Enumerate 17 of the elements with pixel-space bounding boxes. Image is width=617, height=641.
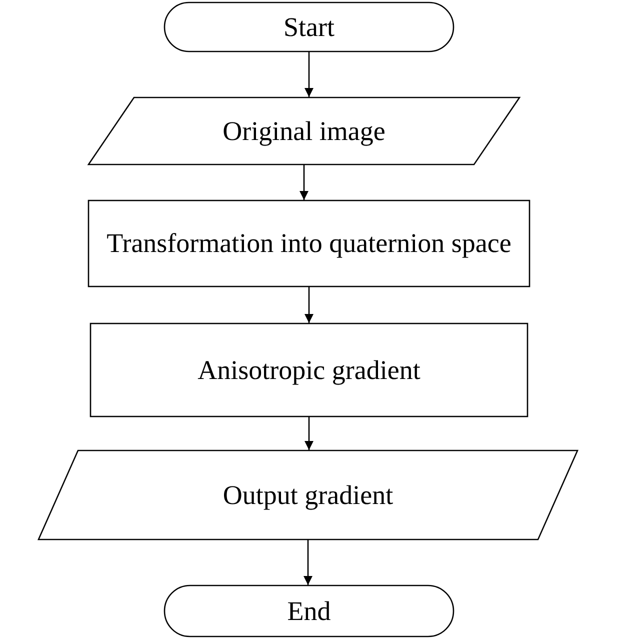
arrow (304, 52, 314, 97)
terminal-shape (164, 585, 454, 637)
output-parallelogram (38, 450, 578, 540)
process-box (88, 200, 530, 287)
process-box (90, 323, 528, 417)
node-label: Start (284, 12, 334, 42)
input-parallelogram (88, 97, 520, 165)
arrow (304, 287, 314, 323)
arrow (300, 165, 308, 200)
node-label: Transformation into quaternion space (106, 228, 512, 259)
node-label: Output gradient (222, 480, 394, 510)
arrow (304, 417, 314, 450)
node-label: Anisotropic gradient (198, 354, 420, 386)
arrow (304, 540, 312, 585)
node-label: Original image (222, 116, 386, 146)
terminal-shape (164, 2, 454, 52)
node-label: End (287, 596, 331, 626)
